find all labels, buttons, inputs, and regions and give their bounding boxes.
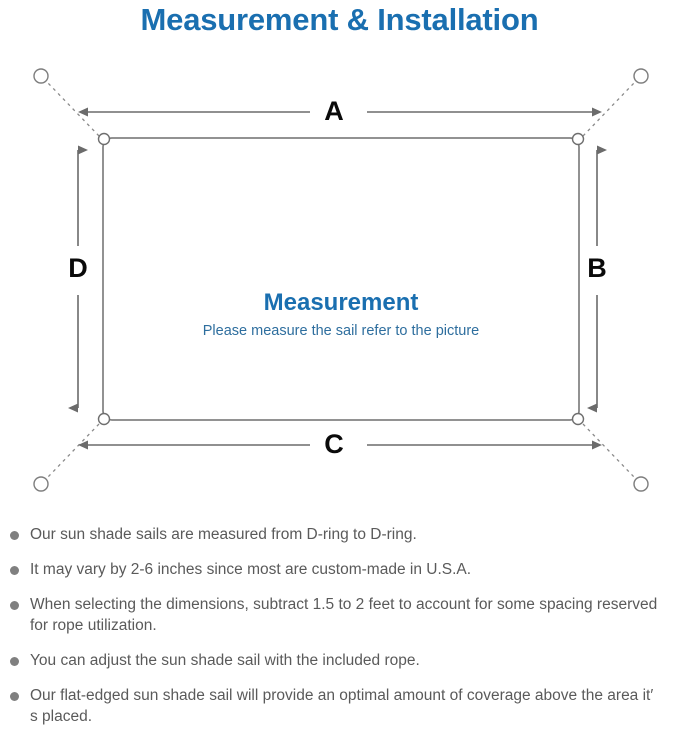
- list-item: Our sun shade sails are measured from D-…: [0, 524, 679, 545]
- d-ring-bottom-left: [97, 412, 111, 426]
- bullet-icon: [10, 601, 19, 610]
- bullet-icon: [10, 692, 19, 701]
- dimension-label-a: A: [324, 96, 344, 126]
- sail-measurement-diagram: Measurement Please measure the sail refe…: [0, 50, 679, 515]
- bullet-icon: [10, 657, 19, 666]
- dimension-label-d: D: [68, 253, 88, 283]
- list-item: Our flat-edged sun shade sail will provi…: [0, 685, 679, 727]
- anchor-points: [33, 68, 649, 492]
- notes-list: Our sun shade sails are measured from D-…: [0, 524, 679, 741]
- note-text: You can adjust the sun shade sail with t…: [30, 652, 420, 669]
- note-text: Our sun shade sails are measured from D-…: [30, 526, 417, 543]
- d-ring-bottom-right: [571, 412, 585, 426]
- d-ring-top-left: [97, 132, 111, 146]
- sail-shape: [102, 137, 580, 421]
- list-item: You can adjust the sun shade sail with t…: [0, 650, 679, 671]
- bullet-icon: [10, 566, 19, 575]
- anchor-point-top-right: [633, 68, 649, 84]
- d-ring-top-right: [571, 132, 585, 146]
- dimension-label-b: B: [587, 253, 607, 283]
- bullet-icon: [10, 531, 19, 540]
- note-text: When selecting the dimensions, subtract …: [30, 596, 658, 634]
- anchor-point-bottom-right: [633, 476, 649, 492]
- list-item: When selecting the dimensions, subtract …: [0, 594, 679, 636]
- page-title: Measurement & Installation: [140, 2, 539, 37]
- note-text: Our flat-edged sun shade sail will provi…: [30, 687, 654, 725]
- list-item: It may vary by 2-6 inches since most are…: [0, 559, 679, 580]
- note-text: It may vary by 2-6 inches since most are…: [30, 561, 472, 578]
- anchor-point-bottom-left: [33, 476, 49, 492]
- dimension-label-c: C: [324, 429, 344, 459]
- rope-lines: [47, 82, 635, 478]
- anchor-point-top-left: [33, 68, 49, 84]
- d-rings: [97, 132, 585, 426]
